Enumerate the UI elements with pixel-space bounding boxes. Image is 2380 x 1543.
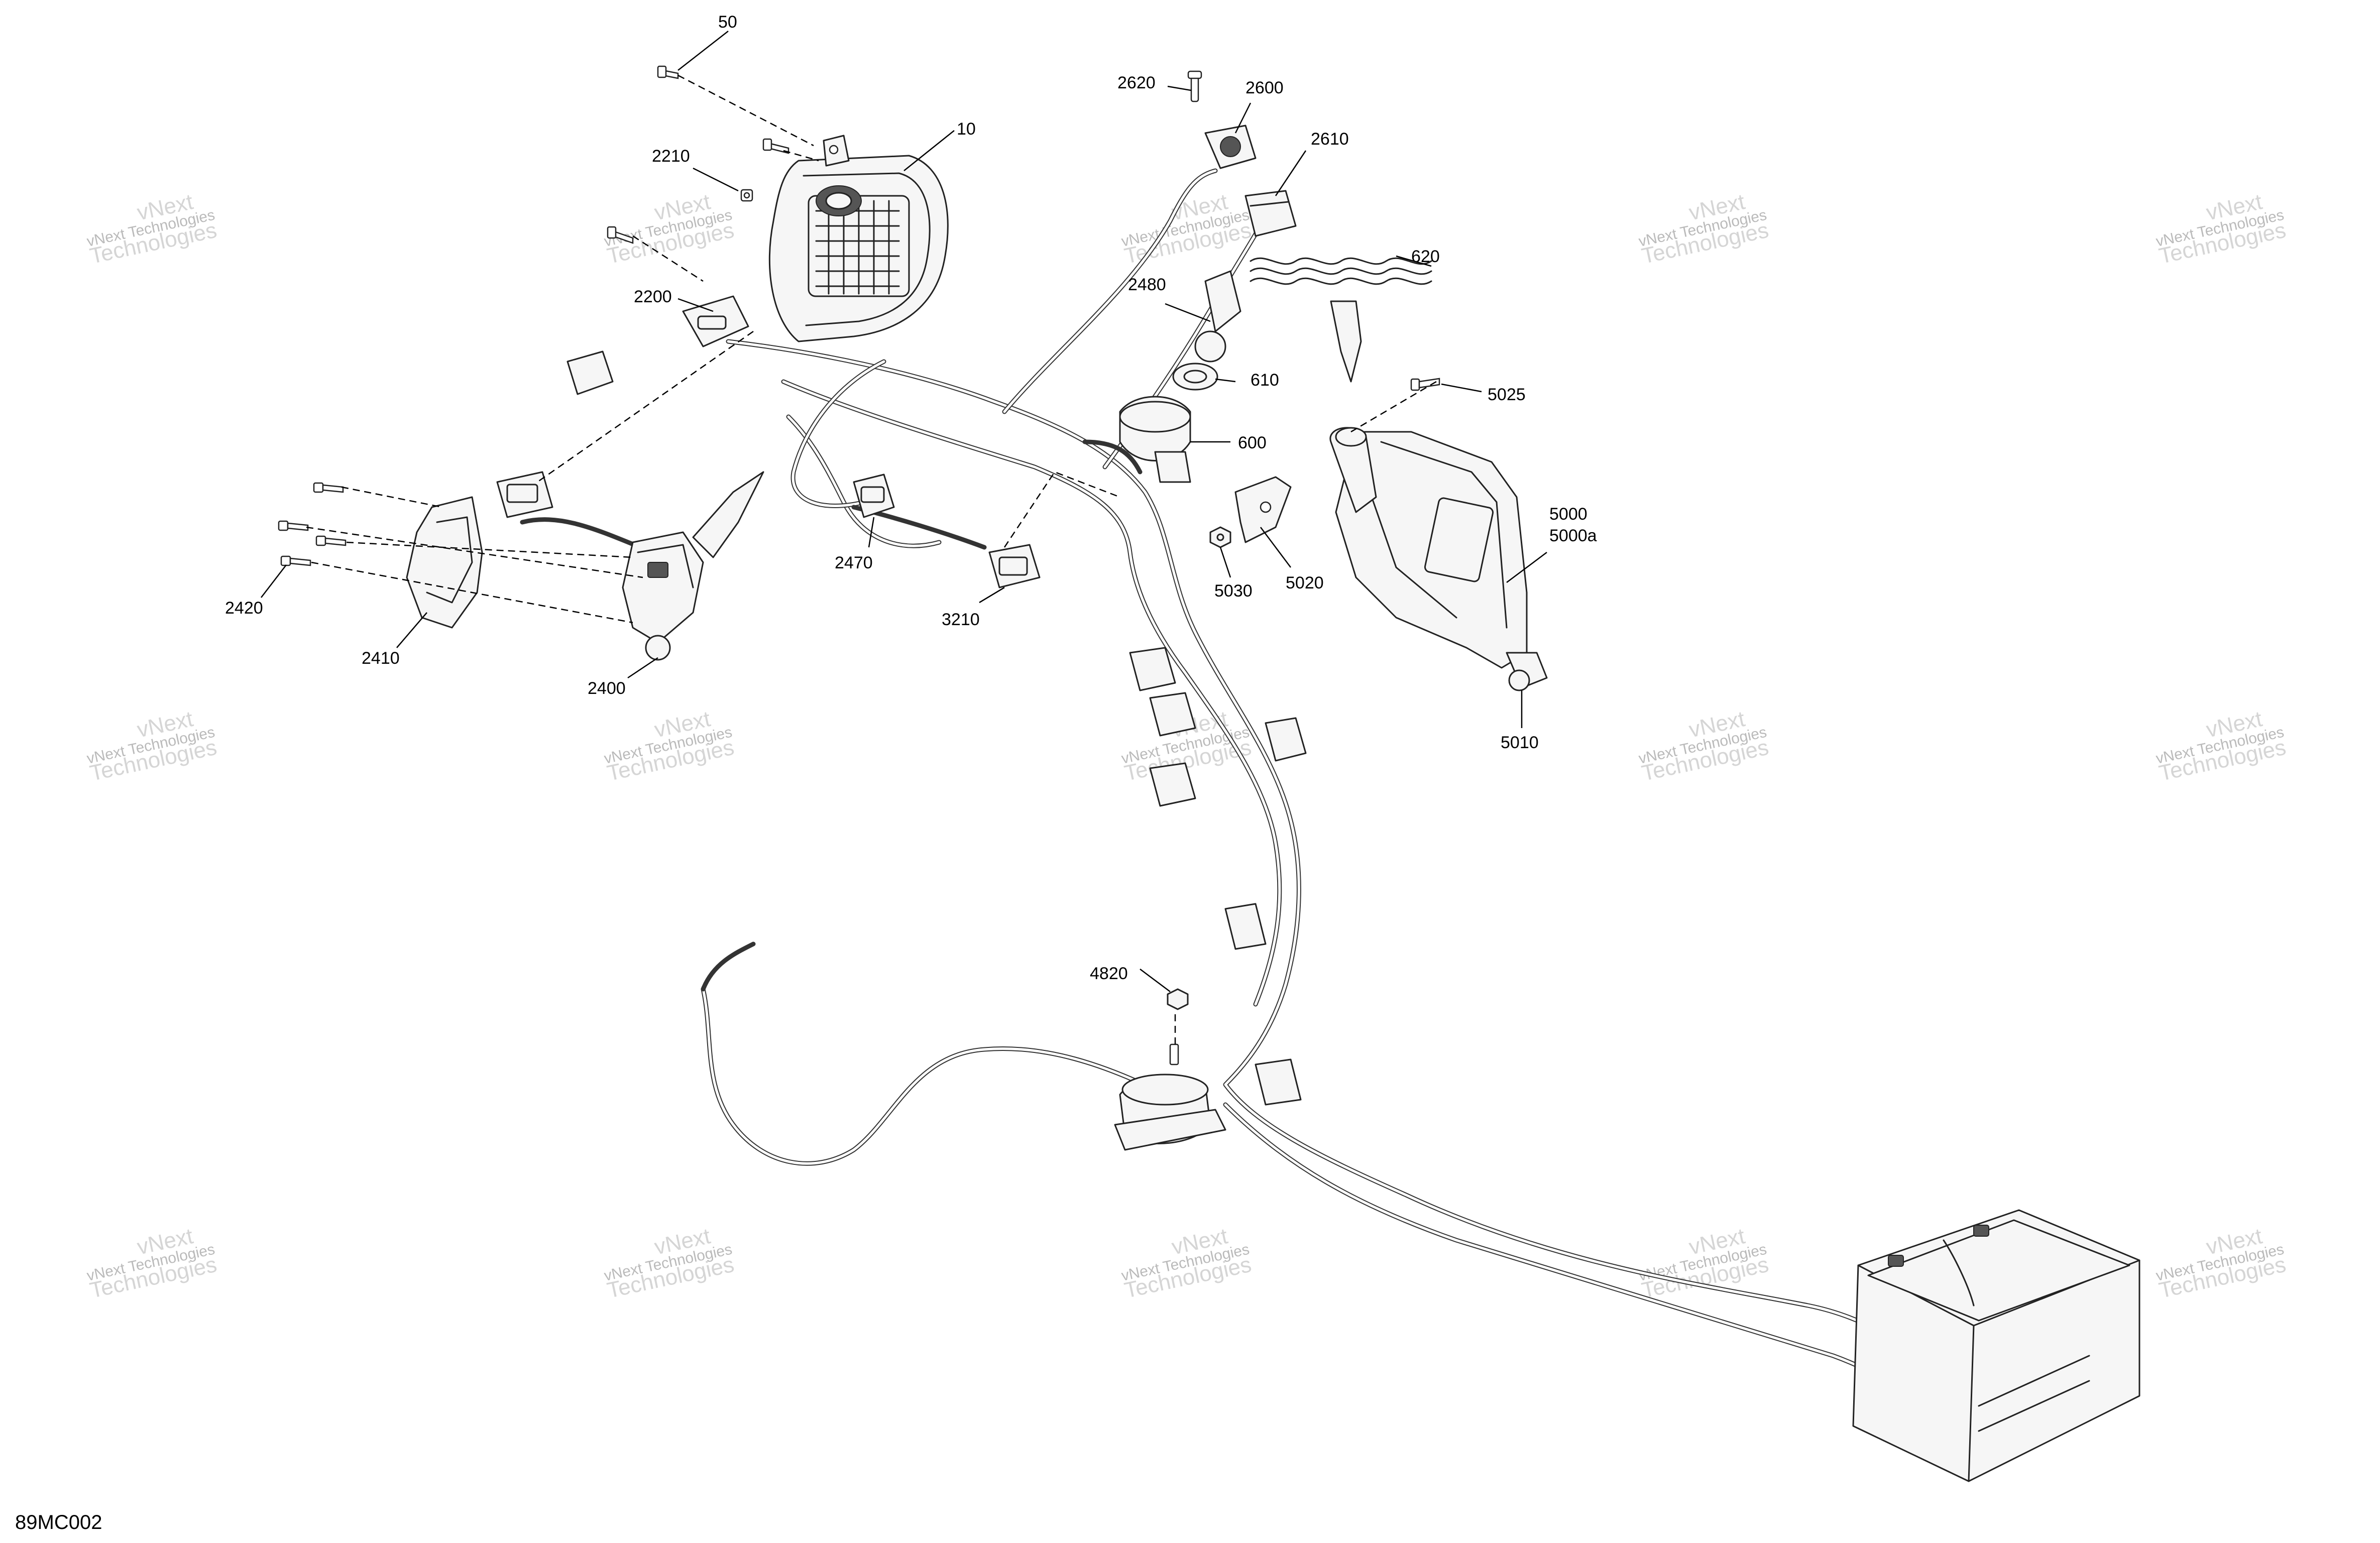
diagram-code: 89MC002: [15, 1511, 102, 1533]
callout-10: 10: [957, 120, 976, 139]
callout-5020: 5020: [1286, 573, 1324, 592]
callout-5000a: 5000a: [1549, 526, 1597, 545]
connector-2470: [853, 473, 895, 518]
callout-2400: 2400: [588, 679, 626, 698]
callout-5030: 5030: [1214, 581, 1253, 601]
callout-2410: 2410: [362, 649, 400, 668]
leader-lines: [261, 31, 1547, 992]
bracket-5020: [1234, 476, 1292, 543]
callout-4820: 4820: [1090, 964, 1128, 983]
wiring-harness: [520, 168, 1951, 1429]
ignition-600: [1119, 396, 1191, 483]
callout-600: 600: [1238, 433, 1267, 452]
nut-5030: [1209, 526, 1231, 548]
callout-2420: 2420: [225, 599, 263, 618]
switch-2600: [1187, 70, 1257, 169]
callout-2200: 2200: [634, 287, 672, 306]
battery: [1852, 1209, 2140, 1482]
callout-5010: 5010: [1501, 733, 1539, 752]
left-switch-housing: [406, 471, 764, 661]
connector-3210: [988, 544, 1041, 588]
callout-2480: 2480: [1128, 275, 1166, 294]
callout-50: 50: [718, 13, 737, 32]
callout-2210: 2210: [652, 147, 690, 166]
callout-610: 610: [1251, 371, 1279, 390]
assembly-lines: [306, 74, 1437, 1044]
callout-2470: 2470: [835, 553, 873, 572]
callout-labels: 50 10 2210 2200 2620 2600 2610 620 2480 …: [225, 13, 1597, 983]
starter-solenoid: [1114, 988, 1226, 1151]
callout-2600: 2600: [1245, 78, 1284, 97]
trunk-connectors: [1129, 647, 1307, 1106]
bolts-left-switch: [278, 482, 347, 566]
ecm-module: [1329, 427, 1548, 691]
module-2610: [1244, 190, 1297, 237]
cluster-grid: [815, 200, 900, 295]
bolt-5025: [1410, 378, 1440, 391]
callout-5000: 5000: [1549, 505, 1588, 524]
callout-2620: 2620: [1117, 73, 1156, 92]
grommet-610: [1172, 363, 1218, 391]
connector-2200: [566, 295, 749, 395]
callout-2610: 2610: [1311, 130, 1349, 149]
callout-3210: 3210: [942, 610, 980, 629]
callout-5025: 5025: [1488, 385, 1526, 404]
callout-620: 620: [1411, 247, 1440, 266]
tether-cord-620: [1194, 257, 1432, 383]
gauge-cluster: [768, 135, 949, 342]
